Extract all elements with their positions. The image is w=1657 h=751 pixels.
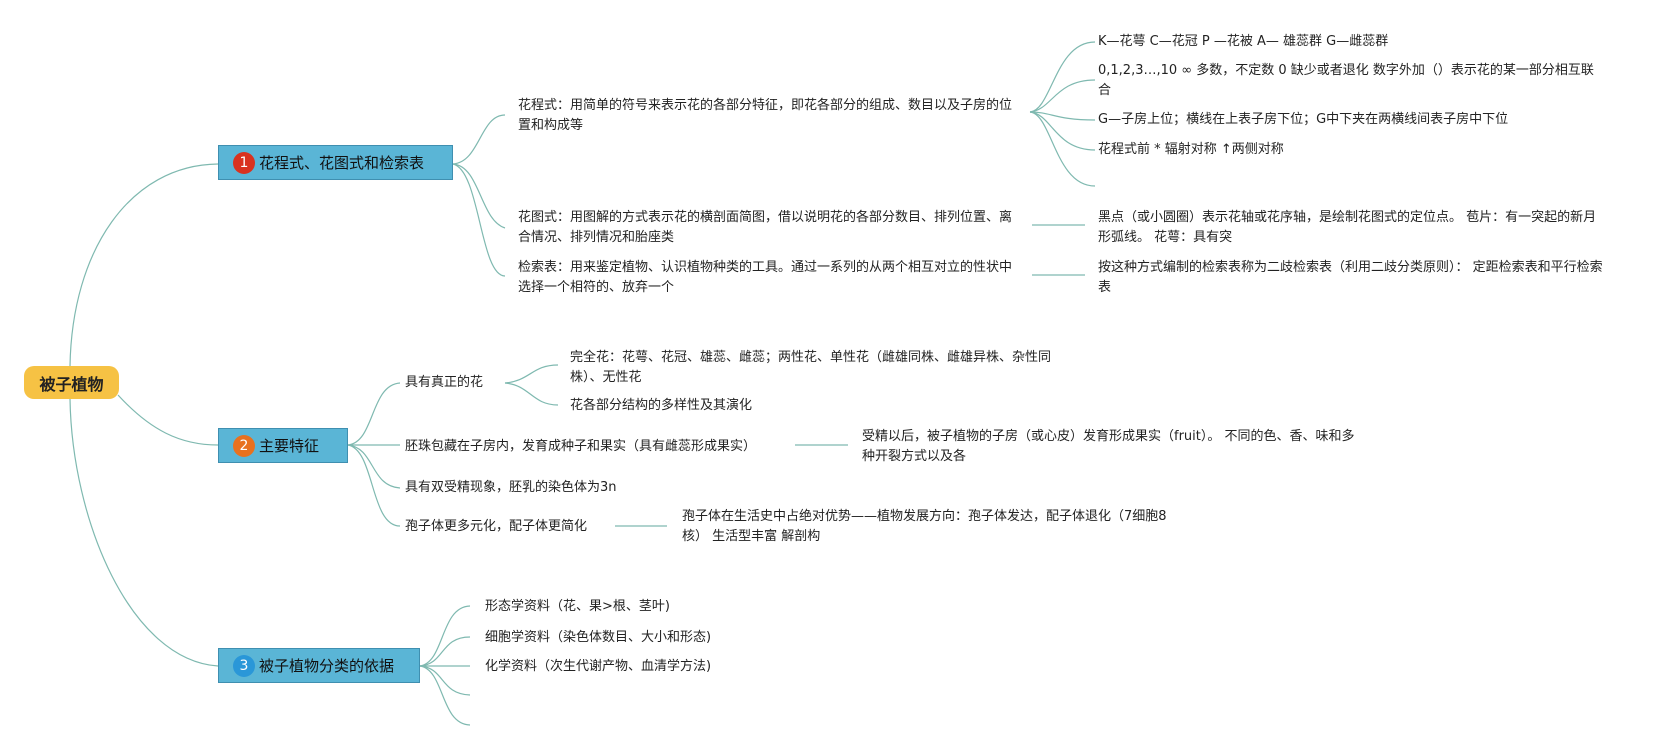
link-i1-d3 [1029, 111, 1096, 121]
detail-item[interactable]: 花各部分结构的多样性及其演化 [570, 398, 753, 413]
number-badge-3: 3 [233, 654, 255, 677]
detail-item[interactable]: 花程式前 * 辐射对称 ↑两侧对称 [1098, 142, 1284, 157]
link-b3-c2 [419, 636, 471, 667]
detail-item[interactable]: 孢子体在生活史中占绝对优势——植物发展方向：孢子体发达，配子体退化（7细胞8核）… [682, 509, 1167, 544]
link-b1-item1 [452, 114, 506, 165]
number-badge-1: 1 [233, 151, 255, 174]
topic-item[interactable]: 胚珠包藏在子房内，发育成种子和果实（具有雌蕊形成果实） [405, 439, 757, 454]
branch-node-2[interactable]: 2 主要特征 [218, 428, 348, 463]
topic-item[interactable]: 花图式：用图解的方式表示花的横剖面简图，借以说明花的各部分数目、排列位置、离合情… [518, 210, 1013, 245]
link-f1-d2 [504, 382, 559, 406]
classification-item[interactable]: 化学资料（次生代谢产物、血清学方法) [485, 659, 712, 674]
branch-label: 主要特征 [259, 437, 320, 455]
branch-label: 被子植物分类的依据 [259, 657, 395, 675]
link-i1-d1 [1029, 41, 1096, 113]
link-b3-c1 [419, 605, 471, 667]
topic-item[interactable]: 孢子体更多元化，配子体更简化 [405, 519, 588, 534]
link-i1-d5 [1029, 111, 1096, 187]
root-node[interactable]: 被子植物 [24, 366, 119, 399]
detail-item[interactable]: 按这种方式编制的检索表称为二歧检索表（利用二歧分类原则）： 定距检索表和平行检索… [1098, 260, 1603, 295]
link-root-branch1 [69, 163, 219, 367]
link-b1-item3 [452, 163, 506, 277]
link-i1-d4 [1029, 111, 1096, 151]
topic-item[interactable]: 具有双受精现象，胚乳的染色体为3n [405, 480, 617, 495]
link-b2-f4 [347, 444, 401, 527]
link-f1-d1 [504, 364, 559, 384]
detail-item[interactable]: G—子房上位；横线在上表子房下位；G中下夹在两横线间表子房中下位 [1098, 112, 1509, 127]
link-i1-d2 [1029, 79, 1096, 113]
classification-item[interactable]: 形态学资料（花、果>根、茎叶) [485, 599, 670, 614]
detail-item[interactable]: 完全花：花萼、花冠、雄蕊、雌蕊；两性花、单性花（雌雄同株、雌雄异株、杂性同株）、… [570, 350, 1052, 385]
link-b3-c4 [419, 665, 471, 696]
topic-item[interactable]: 花程式：用简单的符号来表示花的各部分特征，即花各部分的组成、数目以及子房的位置和… [518, 98, 1013, 133]
link-b3-c5 [419, 665, 471, 726]
classification-item[interactable]: 细胞学资料（染色体数目、大小和形态) [485, 630, 712, 645]
detail-item[interactable]: K—花萼 C—花冠 P —花被 A— 雄蕊群 G—雌蕊群 [1098, 34, 1389, 49]
topic-item[interactable]: 检索表：用来鉴定植物、认识植物种类的工具。通过一系列的从两个相互对立的性状中选择… [518, 260, 1013, 295]
detail-item[interactable]: 黑点（或小圆圈）表示花轴或花序轴，是绘制花图式的定位点。 苞片：有一突起的新月形… [1098, 210, 1597, 245]
detail-item[interactable]: 受精以后，被子植物的子房（或心皮）发育形成果实（fruit）。 不同的色、香、味… [862, 429, 1355, 464]
link-root-branch2 [117, 394, 219, 446]
link-b2-f1 [347, 382, 401, 446]
branch-label: 花程式、花图式和检索表 [259, 154, 425, 172]
branch-node-1[interactable]: 1 花程式、花图式和检索表 [218, 145, 453, 180]
number-badge-2: 2 [233, 434, 255, 457]
detail-item[interactable]: 0,1,2,3…,10 ∞ 多数，不定数 0 缺少或者退化 数字外加（）表示花的… [1098, 63, 1594, 98]
topic-item[interactable]: 具有真正的花 [405, 375, 484, 390]
link-b2-f3 [347, 444, 401, 489]
link-b1-item2 [452, 163, 506, 229]
branch-node-3[interactable]: 3 被子植物分类的依据 [218, 648, 420, 683]
link-root-branch3 [69, 398, 219, 667]
